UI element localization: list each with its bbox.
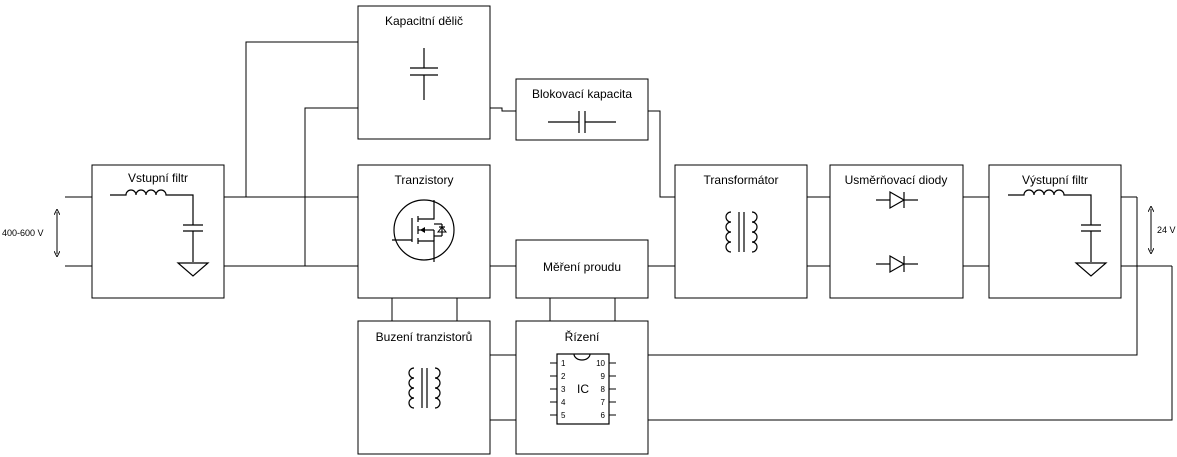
mosfet-icon	[392, 199, 455, 262]
current-measurement-label: Měření proudu	[543, 260, 621, 274]
ic-pin-label: 3	[561, 385, 566, 394]
diode-icon	[876, 254, 918, 274]
blocking-capacitor-label: Blokovací kapacita	[532, 87, 632, 101]
diode-icon	[876, 190, 918, 210]
ic-pin-label: 9	[601, 372, 606, 381]
transistors-label: Tranzistory	[395, 173, 454, 187]
wiring	[65, 41, 1173, 421]
control-block: Řízení IC 1 2 3 4 5 10 9 8 7 6	[515, 320, 649, 455]
ground-icon	[176, 262, 210, 277]
transformer-icon	[408, 367, 441, 409]
current-measurement-block: Měření proudu	[515, 239, 649, 299]
input-voltage-label: 400-600 V	[2, 228, 44, 238]
ic-pin-label: 10	[596, 359, 605, 368]
rectifier-diodes-block: Usměrňovací diody	[829, 164, 964, 299]
ic-pin-label: 7	[601, 398, 606, 407]
capacitive-divider-label: Kapacitní dělič	[385, 14, 463, 28]
input-filter-label: Vstupní filtr	[128, 171, 188, 185]
ground-icon	[1074, 262, 1108, 277]
gate-drive-label: Buzení tranzistorů	[376, 330, 473, 344]
ic-chip-icon: IC 1 2 3 4 5 10 9 8 7 6	[550, 353, 616, 425]
transformer-label: Transformátor	[704, 173, 779, 187]
ic-label: IC	[577, 382, 589, 396]
ic-pin-label: 5	[561, 411, 566, 420]
output-filter-label: Výstupní filtr	[1022, 173, 1088, 187]
rectifier-diodes-label: Usměrňovací diody	[845, 173, 948, 187]
ic-pin-label: 6	[601, 411, 606, 420]
inductor-icon	[110, 189, 203, 262]
capacitor-icon	[548, 111, 616, 133]
capacitive-divider-block: Kapacitní dělič	[357, 5, 491, 140]
capacitor-icon	[410, 48, 438, 100]
gate-drive-block: Buzení tranzistorů	[357, 320, 491, 455]
transistors-block: Tranzistory	[357, 164, 491, 299]
inductor-icon	[1008, 189, 1101, 262]
output-voltage-label: 24 V	[1157, 225, 1176, 235]
control-label: Řízení	[565, 329, 600, 344]
ic-pin-label: 4	[561, 398, 566, 407]
blocking-capacitor-block: Blokovací kapacita	[515, 78, 649, 141]
transformer-block: Transformátor	[674, 164, 808, 299]
ic-pin-label: 1	[561, 359, 566, 368]
input-filter-block: Vstupní filtr	[91, 164, 225, 299]
ic-pin-label: 2	[561, 372, 566, 381]
ic-pin-label: 8	[601, 385, 606, 394]
transformer-icon	[725, 211, 758, 253]
output-filter-block: Výstupní filtr	[988, 164, 1122, 299]
output-voltage-indicator: 24 V	[1151, 209, 1176, 251]
input-voltage-indicator: 400-600 V	[2, 212, 57, 254]
